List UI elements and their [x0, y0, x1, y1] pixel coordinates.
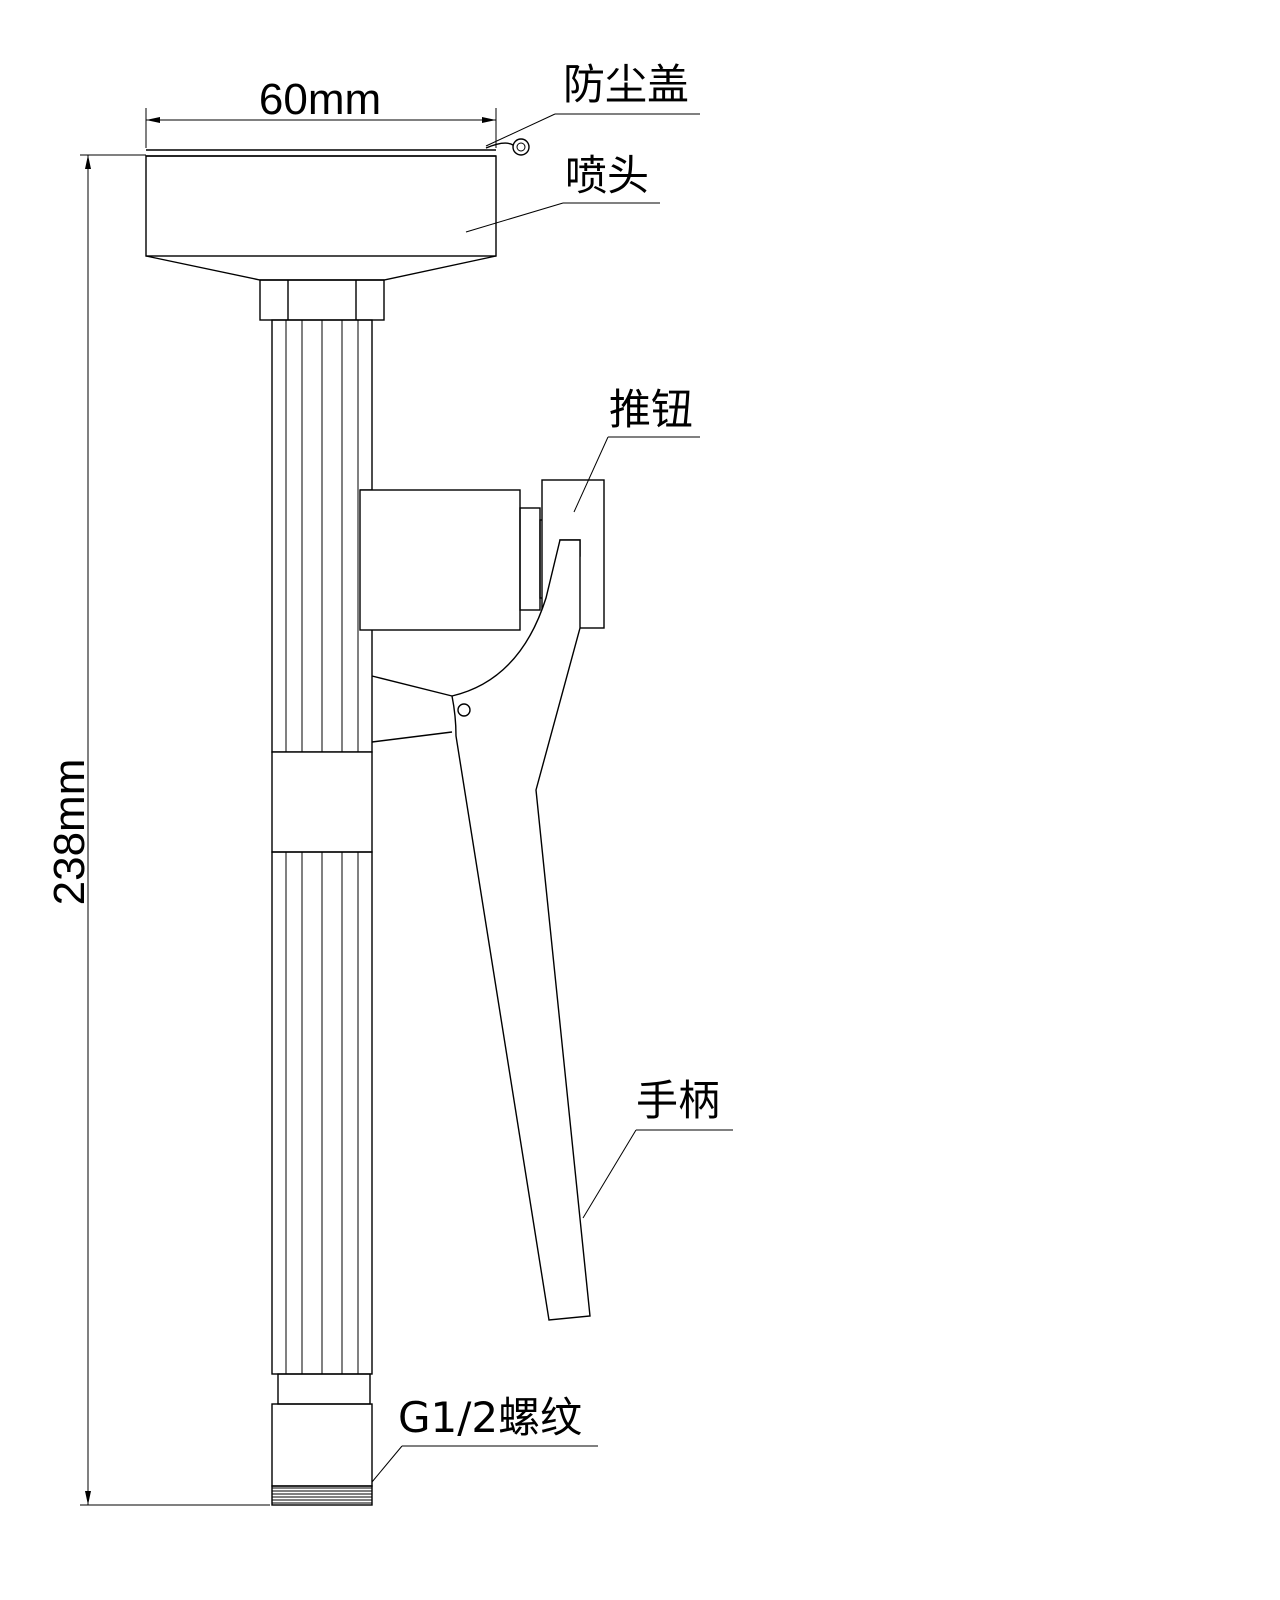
- label-nozzle: 喷头: [565, 151, 649, 200]
- clamp-band: [271, 751, 373, 853]
- label-handle: 手柄: [636, 1076, 720, 1125]
- leader-push-button: [573, 436, 700, 513]
- height-dimension-label: 238mm: [45, 759, 94, 906]
- width-dimension-label: 60mm: [259, 75, 381, 124]
- bottom-fitting: [271, 1373, 373, 1506]
- thread-lines: [272, 1487, 372, 1504]
- lever-links: [371, 675, 453, 743]
- width-dimension: 60mm: [145, 75, 497, 148]
- hex-nut: [259, 279, 385, 321]
- handle: [451, 539, 591, 1321]
- label-dust-cap: 防尘盖: [563, 60, 689, 109]
- label-thread: G1/2螺纹: [398, 1393, 582, 1442]
- label-push-button: 推钮: [609, 385, 693, 434]
- nozzle-head: [145, 155, 497, 281]
- leader-thread: [371, 1445, 598, 1483]
- pipe-lower: [271, 851, 373, 1375]
- leader-handle: [582, 1129, 733, 1219]
- leader-dust-cap: [485, 113, 700, 147]
- dust-cap: [146, 138, 530, 157]
- leader-nozzle: [465, 202, 660, 233]
- pipe-upper: [271, 319, 373, 753]
- height-dimension: 238mm: [45, 154, 270, 1506]
- valve-body: [359, 489, 555, 631]
